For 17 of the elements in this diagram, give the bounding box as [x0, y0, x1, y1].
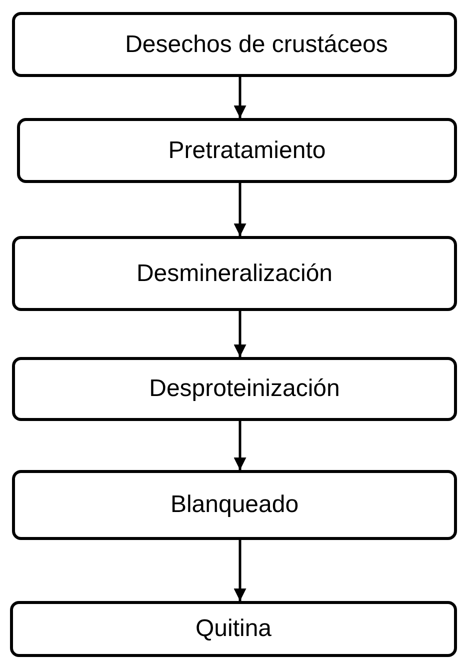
process-box: [10, 601, 457, 657]
step-label: Desmineralización: [136, 260, 333, 288]
arrow: [234, 421, 246, 470]
step-label: Desechos de crustáceos: [125, 30, 388, 58]
step-label: Blanqueado: [170, 491, 299, 519]
process-box: [12, 470, 457, 540]
process-box: [12, 357, 457, 421]
arrow: [234, 183, 246, 236]
process-box: [12, 12, 457, 77]
step-label: Desproteinización: [149, 375, 340, 403]
step-label: Quitina: [195, 615, 272, 643]
step-label: Pretratamiento: [168, 136, 326, 164]
arrow: [234, 540, 246, 601]
process-box: [12, 236, 457, 311]
arrow: [234, 77, 246, 118]
process-box: [17, 118, 457, 183]
arrow: [234, 311, 246, 357]
